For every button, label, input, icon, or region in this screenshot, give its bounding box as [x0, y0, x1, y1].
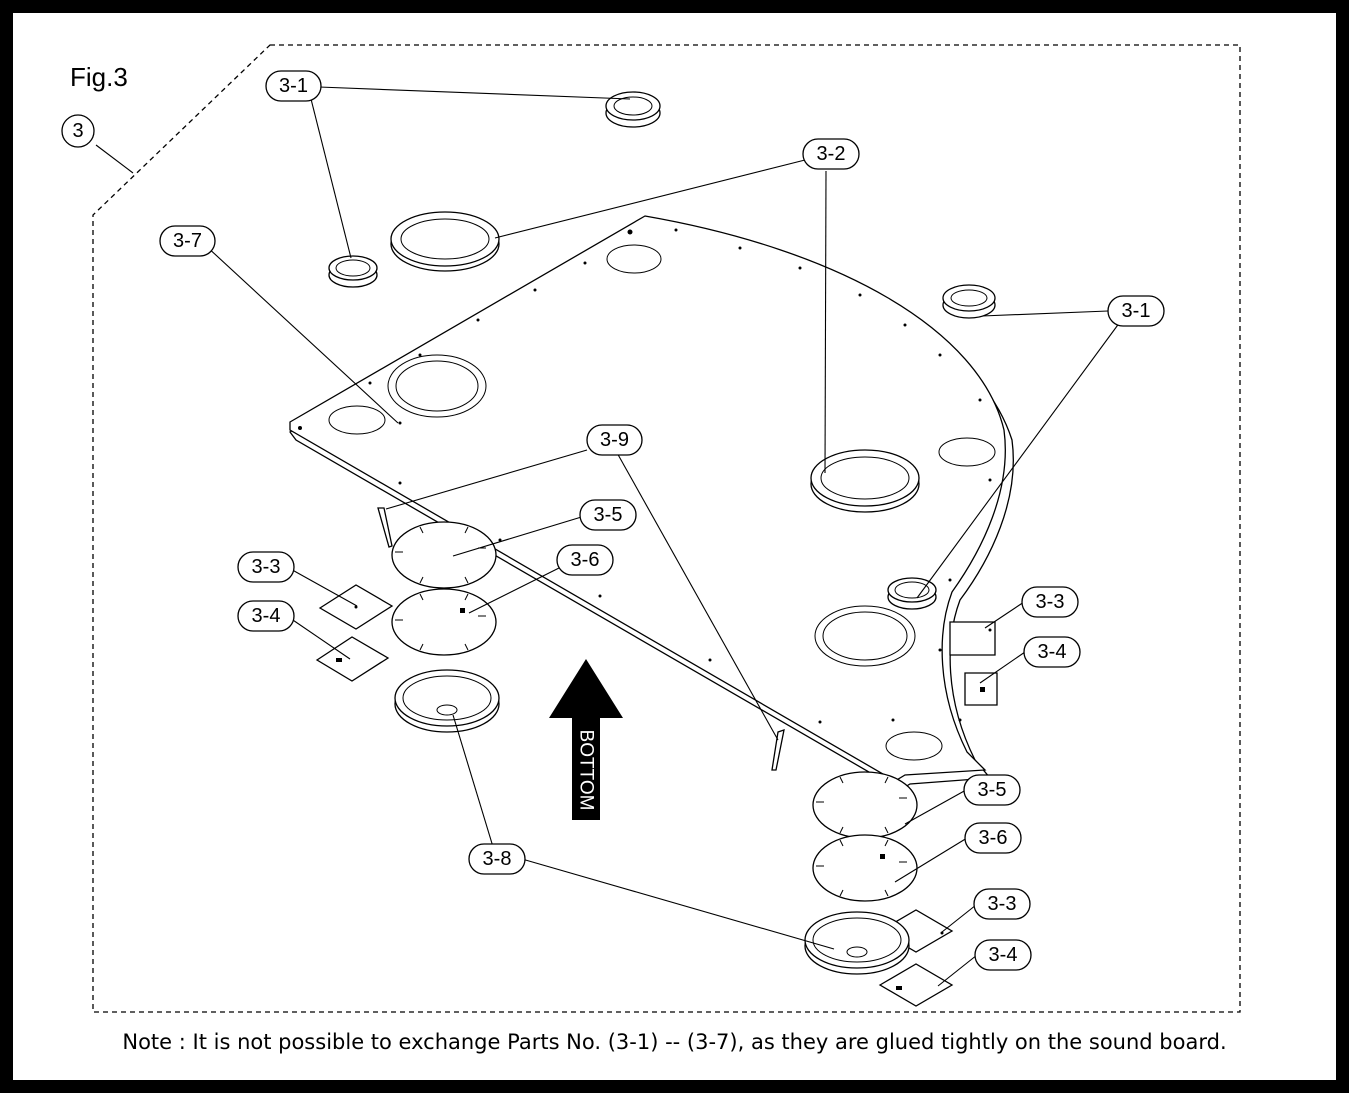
- callout-3-1-right-text: 3-1: [1122, 300, 1151, 322]
- part-3-2-ring-right: [810, 449, 920, 513]
- bottom-direction-arrow: BOTTOM: [549, 659, 623, 820]
- callout-3-9: 3-9: [586, 424, 643, 456]
- callout-3-6-right-text: 3-6: [979, 827, 1008, 849]
- figure-note: Note : It is not possible to exchange Pa…: [122, 1030, 1227, 1054]
- callout-3-5-right-text: 3-5: [978, 779, 1007, 801]
- callout-3-1-top: 3-1: [265, 70, 322, 102]
- callout-3-2-text: 3-2: [817, 143, 846, 165]
- callout-3: 3: [61, 114, 95, 148]
- callout-3-5-left-text: 3-5: [594, 504, 623, 526]
- part-3-8-speaker-left: [394, 669, 500, 733]
- part-3-9-pin-right: [771, 729, 785, 771]
- part-3-6-disc-left: [391, 588, 497, 656]
- callout-3-4-mid-text: 3-4: [1038, 641, 1067, 663]
- callout-3-6-left-text: 3-6: [571, 549, 600, 571]
- callout-3-8: 3-8: [468, 843, 526, 875]
- callout-3-7-text: 3-7: [173, 230, 202, 252]
- figure-title: Fig.3: [70, 62, 128, 92]
- callout-3-3-bottom: 3-3: [973, 888, 1031, 920]
- callout-3-3-left-text: 3-3: [252, 556, 281, 578]
- callout-3-3-left: 3-3: [237, 551, 295, 583]
- callout-3-5-left: 3-5: [579, 499, 637, 531]
- callout-3-4-bottom: 3-4: [974, 939, 1032, 971]
- callout-3-4-left: 3-4: [237, 600, 295, 632]
- callout-3-5-right: 3-5: [963, 774, 1021, 806]
- callout-3-7: 3-7: [159, 225, 216, 257]
- callout-3-4-left-text: 3-4: [252, 605, 281, 627]
- part-3-1-ring-lower: [887, 577, 937, 610]
- callout-3-9-text: 3-9: [600, 429, 629, 451]
- part-3-6-disc-right: [812, 834, 918, 902]
- part-3-8-speaker-right: [804, 911, 910, 975]
- part-3-9-pin-left: [377, 507, 393, 548]
- callout-3-6-right: 3-6: [964, 822, 1022, 854]
- callout-3-4-mid: 3-4: [1023, 636, 1081, 668]
- callout-3-8-text: 3-8: [483, 848, 512, 870]
- part-3-1-ring-top: [605, 91, 661, 128]
- part-3-1-ring-left: [328, 255, 378, 288]
- part-3-3-plate-mid: [949, 621, 996, 656]
- callout-3-3-mid: 3-3: [1021, 586, 1079, 618]
- part-3-4-plate-mid: [964, 672, 998, 706]
- callout-3-3-mid-text: 3-3: [1036, 591, 1065, 613]
- callout-3-1-top-text: 3-1: [279, 75, 308, 97]
- leader-lines: [95, 86, 1121, 987]
- part-3-5-disc-left: [391, 521, 497, 589]
- sound-board: [289, 215, 1014, 791]
- part-3-2-ring-left: [390, 211, 500, 272]
- callout-3-2: 3-2: [802, 138, 860, 170]
- part-3-4-plate-left: [315, 636, 390, 682]
- callout-3-6-left: 3-6: [556, 544, 614, 576]
- callout-3-1-right: 3-1: [1107, 295, 1165, 327]
- part-3-5-disc-right: [812, 771, 918, 839]
- part-3-1-ring-right: [942, 284, 996, 319]
- part-3-4-plate-bottom: [878, 963, 954, 1007]
- callout-3-text: 3: [72, 120, 83, 142]
- bottom-arrow-label: BOTTOM: [576, 730, 597, 811]
- callout-3-4-bottom-text: 3-4: [989, 944, 1018, 966]
- callout-3-3-bottom-text: 3-3: [988, 893, 1017, 915]
